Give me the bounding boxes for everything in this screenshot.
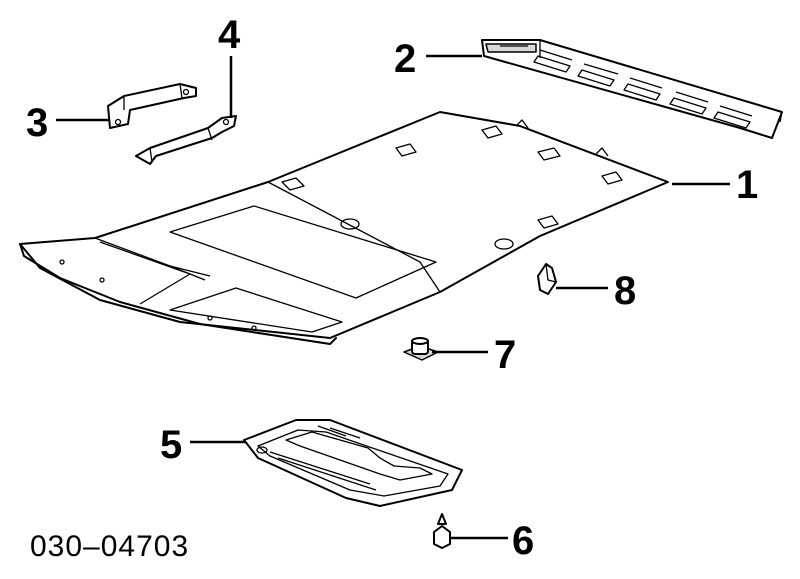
part-2-roof-trim-strip (481, 39, 783, 139)
callout-7: 7 (494, 333, 516, 377)
callout-8: 8 (614, 269, 636, 313)
callout-6: 6 (512, 519, 534, 563)
callout-2: 2 (394, 37, 416, 81)
part-8-clip (537, 263, 557, 295)
part-1-headliner-panel (19, 111, 669, 345)
callout-4: 4 (218, 13, 241, 57)
callout-5: 5 (160, 423, 182, 467)
part-3-handle-bracket (107, 83, 197, 129)
callout-3: 3 (26, 101, 48, 145)
callout-1: 1 (736, 163, 758, 207)
diagram-code: 030–04703 (30, 530, 189, 563)
part-5-console-tray (243, 419, 463, 507)
part-4-handle-rod (135, 115, 237, 165)
part-6-push-pin (433, 513, 451, 549)
leader-lines (56, 54, 730, 540)
part-7-retainer (403, 337, 439, 361)
